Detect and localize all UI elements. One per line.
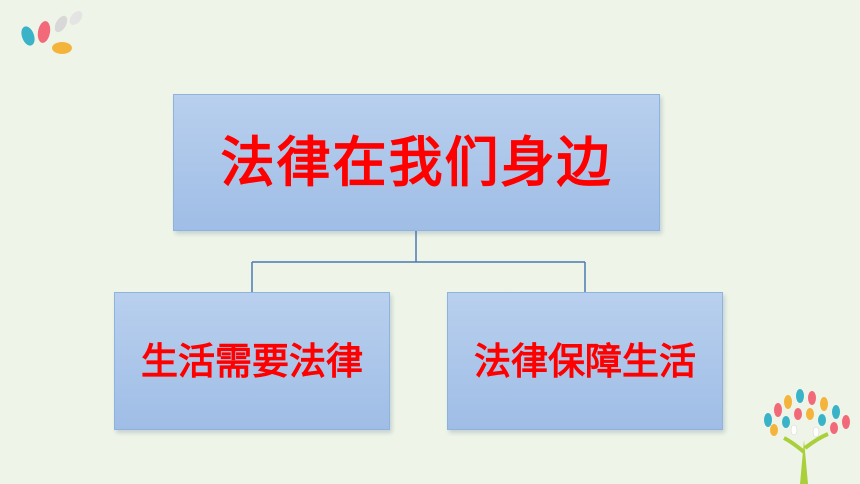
child-node-right-label: 法律保障生活 — [474, 339, 696, 383]
petal-cluster-icon — [21, 11, 83, 54]
decorative-tree-icon — [764, 389, 850, 484]
root-node: 法律在我们身边 — [173, 94, 660, 231]
root-node-label: 法律在我们身边 — [220, 130, 613, 194]
child-node-left: 生活需要法律 — [114, 292, 390, 430]
child-node-right: 法律保障生活 — [447, 292, 723, 430]
child-node-left-label: 生活需要法律 — [141, 339, 363, 383]
